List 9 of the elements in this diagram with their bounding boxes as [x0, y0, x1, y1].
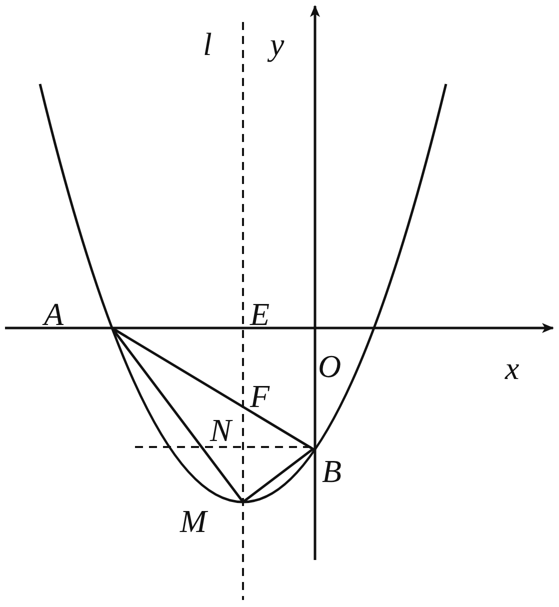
point-label: M [180, 505, 207, 537]
point-label: F [250, 380, 270, 412]
point-label: O [318, 350, 342, 382]
point-label: N [210, 414, 232, 446]
point-label: E [250, 298, 270, 330]
point-label: B [322, 455, 342, 487]
point-label: A [44, 298, 64, 330]
axis-label: x [505, 352, 520, 384]
line-label: l [203, 28, 212, 60]
